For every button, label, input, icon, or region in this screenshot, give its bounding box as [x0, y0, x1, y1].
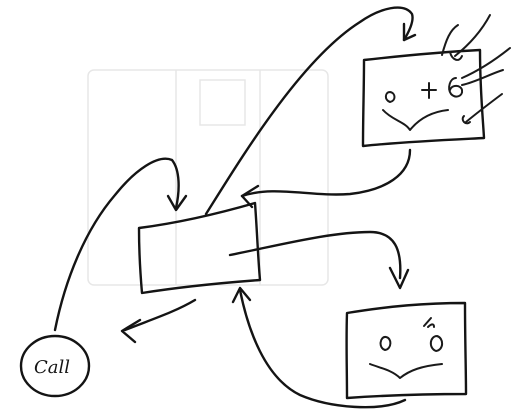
arrow-center-loop [53, 157, 188, 332]
arrow-center-to-bottom-right [228, 230, 410, 290]
face-icon [369, 317, 444, 379]
call-node[interactable]: Call [19, 334, 91, 398]
top-right-box[interactable] [361, 48, 486, 148]
arrow-center-to-top-right [204, 6, 417, 216]
arrow-bottom-right-to-center [231, 286, 407, 409]
call-label: Call [34, 357, 70, 378]
face-with-plus-icon [382, 77, 471, 131]
center-box[interactable] [137, 201, 262, 295]
background-show-through [87, 69, 329, 286]
extra-arrows-top-right [441, 14, 511, 123]
arrow-top-right-to-center [240, 148, 412, 209]
arrow-center-to-call [120, 298, 197, 344]
bottom-right-box[interactable] [345, 301, 468, 400]
